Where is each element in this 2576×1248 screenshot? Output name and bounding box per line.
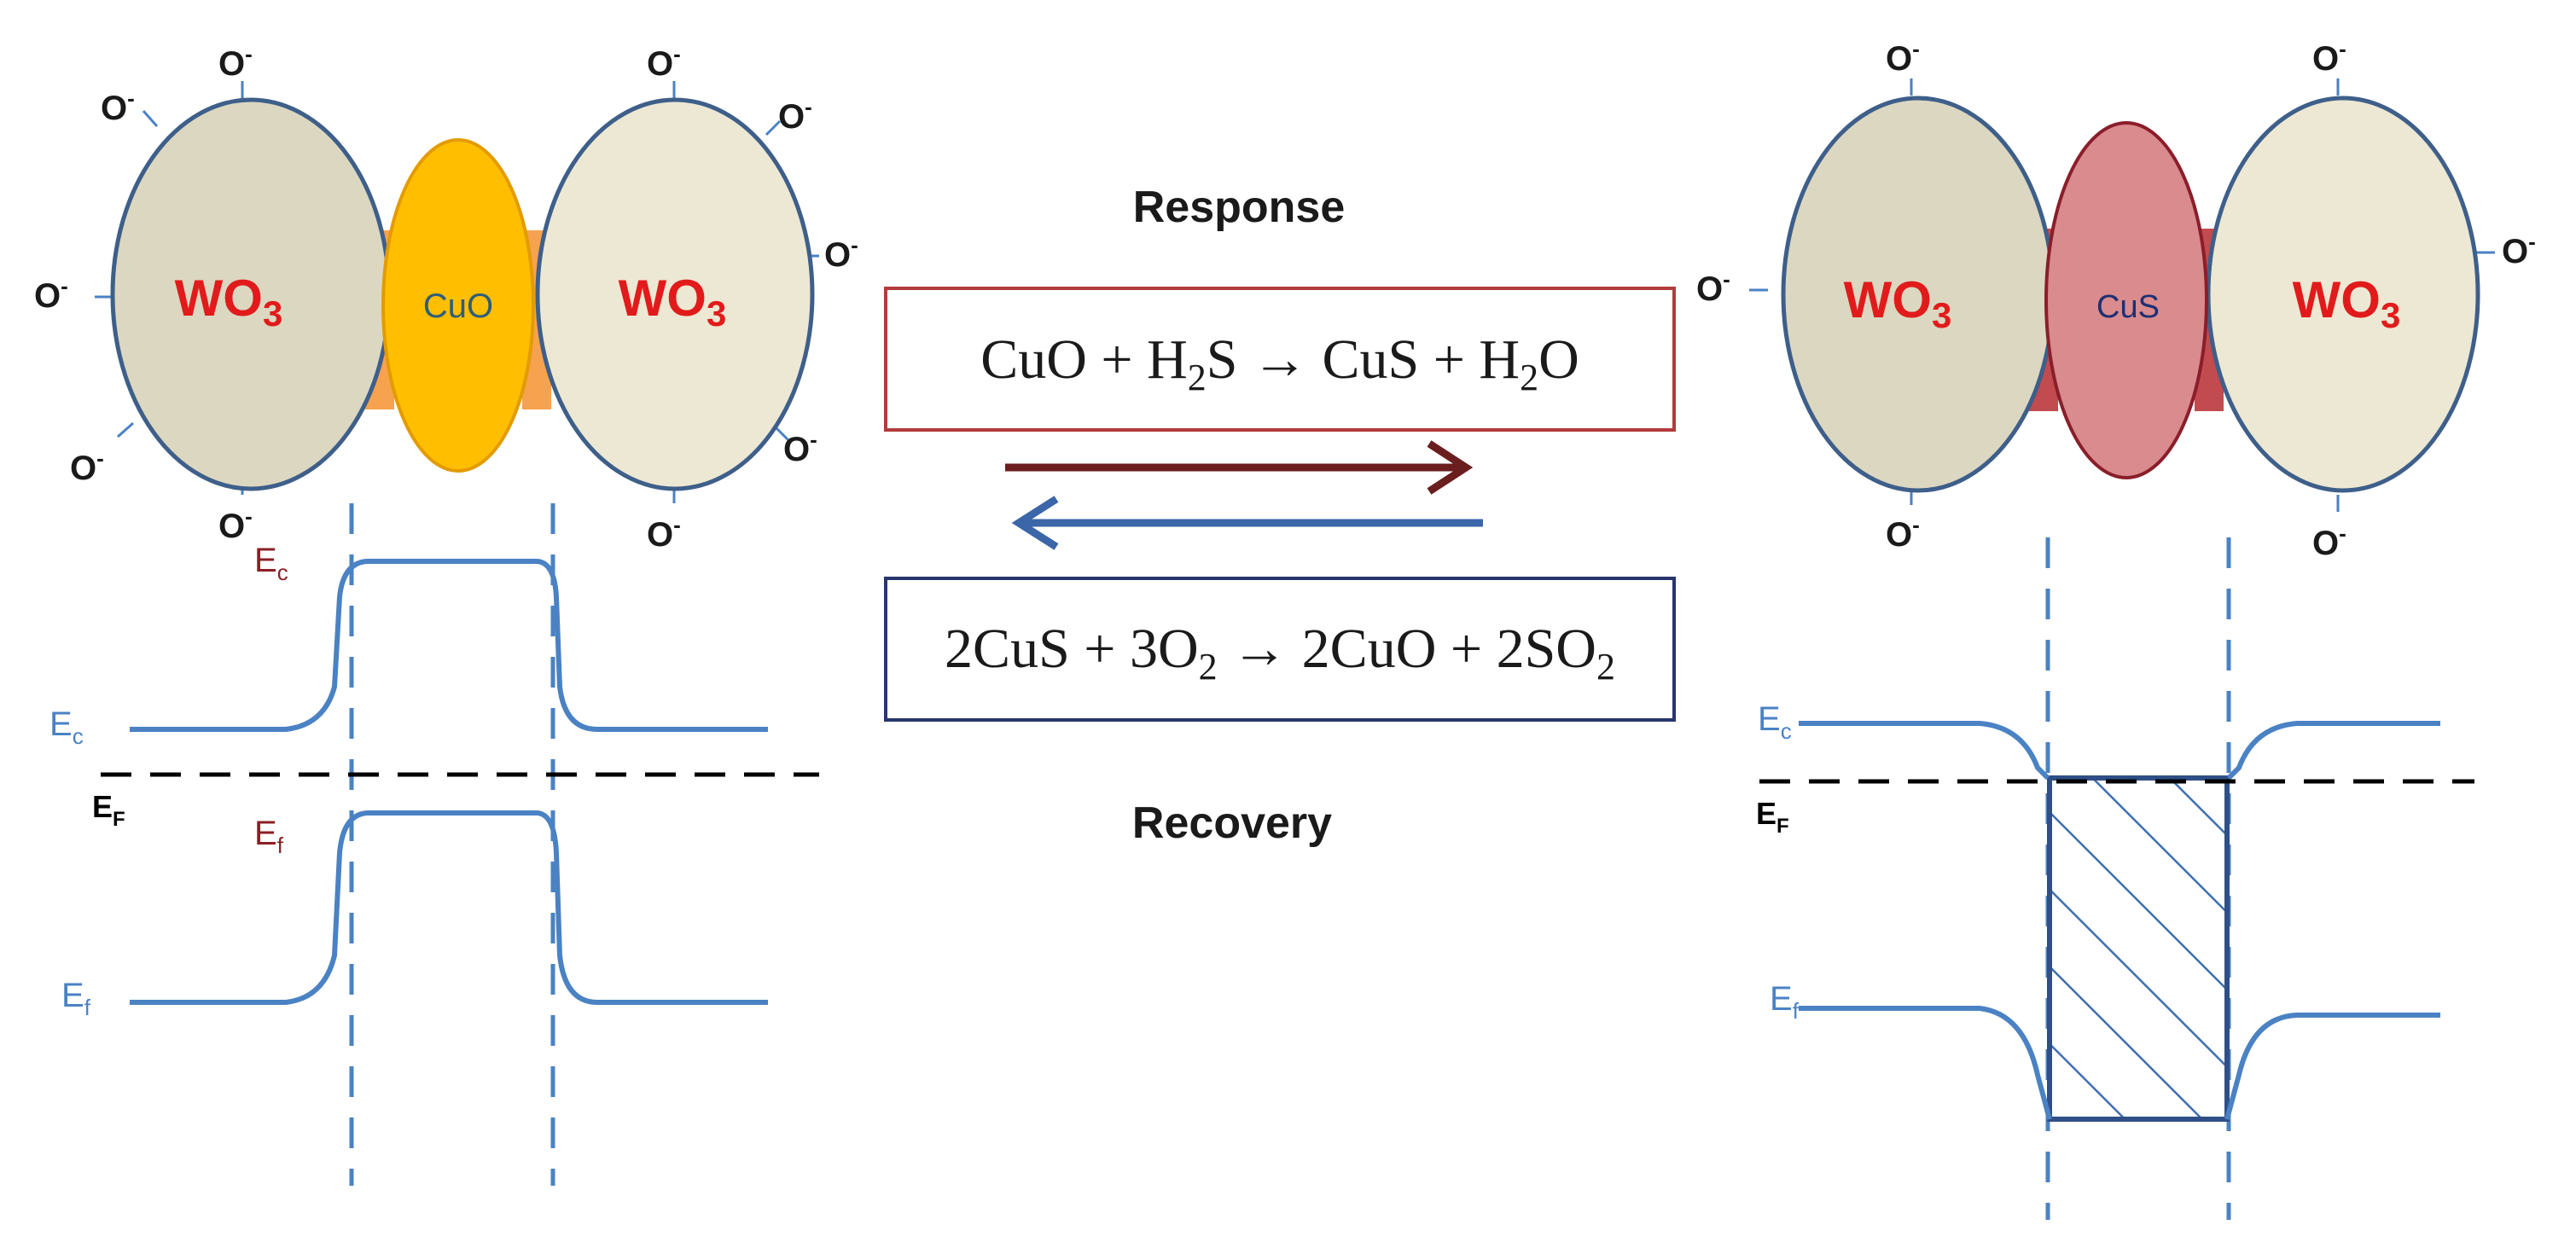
right-cus-grain (2044, 121, 2208, 479)
reaction-panel: Response CuO + H2S → CuS + H2O 2CuS + 3O… (884, 183, 1676, 848)
recovery-equation-box (884, 577, 1676, 722)
left-grain-assembly: WO3 CuO WO3 O- O- O- O- O- O- O- O- O- O… (34, 41, 858, 554)
left-ec-side-label: Ec (49, 705, 84, 749)
oxygen-ion: O- (647, 512, 681, 554)
response-title: Response (1133, 183, 1346, 232)
forward-arrow (1005, 440, 1474, 495)
oxygen-ion: O- (1886, 512, 1920, 554)
left-ec-top-label: Ec (254, 542, 288, 585)
recovery-equation: 2CuS + 3O2 → 2CuO + 2SO2 (945, 618, 1615, 688)
left-ef-fermi-label: EF (92, 789, 125, 831)
oxygen-ion: O- (70, 445, 104, 487)
oxygen-ion: O- (2312, 36, 2346, 78)
backward-arrow (1011, 496, 1483, 550)
right-ec-side-label: Ec (1758, 700, 1792, 744)
right-fermi-band-curve (1799, 1006, 2440, 1120)
oxygen-ion: O- (101, 85, 135, 127)
left-fermi-band-curve (130, 810, 768, 1005)
left-band-diagram: Ec Ec EF Ef Ef (49, 503, 819, 1186)
right-ef-side-label: Ef (1770, 980, 1800, 1024)
right-band-diagram: Ec EF Ef (1756, 537, 2474, 1220)
left-conduction-band-curve (130, 559, 768, 732)
response-equation: CuO + H2S → CuS + H2O (980, 328, 1579, 398)
oxygen-ion: O- (2312, 520, 2346, 562)
oxygen-ion: O- (647, 41, 681, 83)
oxygen-ion: O- (824, 232, 858, 274)
oxygen-ion: O- (783, 427, 817, 468)
oxygen-ion: O- (218, 41, 253, 83)
oxygen-ion: O- (1886, 36, 1920, 78)
recovery-title: Recovery (1132, 798, 1332, 848)
right-grain-assembly: WO3 CuS WO3 O- O- O- O- O- O- (1696, 36, 2536, 562)
right-accumulation-region (2047, 775, 2230, 1122)
left-wo3-grain-right (535, 97, 815, 491)
right-ef-fermi-label: EF (1756, 796, 1789, 838)
left-wo3-label-right: WO3 (619, 270, 727, 334)
left-oxygen-ions: O- O- O- O- O- O- O- O- O- O- (34, 41, 858, 554)
right-cus-label: CuS (2096, 289, 2160, 325)
oxygen-ion: O- (34, 273, 68, 315)
left-ef-side-label: Ef (61, 977, 91, 1020)
right-wo3-label-right: WO3 (2293, 271, 2401, 335)
left-wo3-label-left: WO3 (175, 270, 283, 334)
oxygen-ion: O- (1696, 266, 1730, 308)
oxygen-ion: O- (2502, 229, 2536, 270)
left-ef-mid-label: Ef (254, 815, 284, 858)
right-wo3-label-left: WO3 (1844, 271, 1952, 335)
right-wo3-grain-right (2206, 96, 2480, 493)
oxygen-ion: O- (778, 94, 812, 136)
left-cuo-label: CuO (423, 287, 493, 325)
left-cuo-grain (381, 138, 535, 473)
right-conduction-band-curve (1799, 721, 2440, 781)
oxygen-ion: O- (218, 503, 253, 545)
response-equation-box (884, 287, 1676, 432)
right-oxygen-ions: O- O- O- O- O- O- (1696, 36, 2536, 562)
